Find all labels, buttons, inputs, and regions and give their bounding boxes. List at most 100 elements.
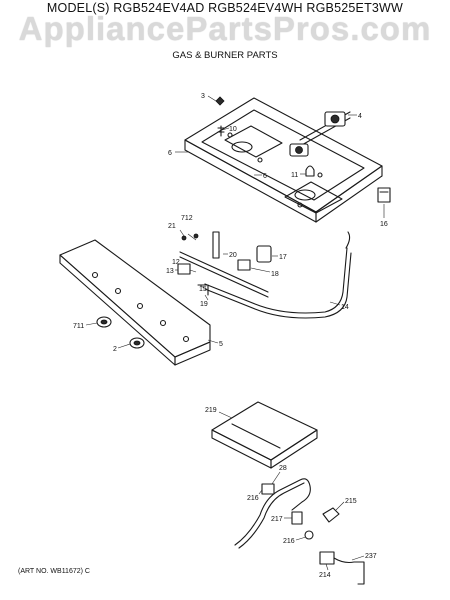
leader-3 — [207, 95, 217, 102]
spring-clip-10 — [217, 125, 225, 137]
clip-215 — [322, 507, 340, 523]
leader-712 — [187, 233, 197, 241]
callout-711: 711 — [73, 323, 84, 330]
callout-21: 21 — [168, 223, 176, 230]
leader-19 — [204, 294, 209, 301]
panel-hole — [136, 302, 144, 310]
knob-parts — [96, 316, 145, 349]
leader-12 — [189, 269, 197, 273]
callout-237: 237 — [365, 553, 377, 560]
art-number: (ART NO. WB11672) C — [18, 568, 90, 575]
leader-10 — [221, 127, 230, 131]
leader-5 — [207, 339, 219, 344]
leader-18 — [250, 267, 271, 273]
gas-tube-14-inner — [204, 252, 352, 319]
callout-13: 13 — [166, 268, 174, 275]
baffle-crease — [231, 423, 281, 449]
callout-215: 215 — [345, 498, 357, 505]
mounting-hole — [257, 157, 263, 163]
panel-hole — [159, 319, 167, 327]
igniter-214 — [319, 551, 335, 565]
callout-6: 6 — [168, 150, 172, 157]
callout-2: 2 — [113, 346, 117, 353]
clip-18 — [237, 259, 251, 271]
igniter-electrode-center — [295, 146, 303, 154]
leader-2 — [117, 343, 131, 349]
spark-module-20 — [212, 231, 220, 259]
mounting-hole — [297, 202, 303, 208]
callout-18: 18 — [271, 271, 279, 278]
mounting-hole — [317, 172, 323, 178]
model-list-heading: MODEL(S) RGB524EV4AD RGB524EV4WH RGB525E… — [46, 1, 404, 15]
callout-219: 219 — [205, 407, 217, 414]
burner-cutout-right — [284, 181, 343, 214]
callout-19: 19 — [200, 301, 208, 308]
valve-17 — [256, 245, 272, 263]
leader-28 — [271, 471, 281, 485]
diagram-subtitle: GAS & BURNER PARTS — [172, 50, 278, 61]
igniter-parts — [215, 96, 391, 203]
mounting-hole — [227, 132, 233, 138]
callout-14: 14 — [341, 304, 349, 311]
burner-box-inner-rim — [201, 109, 365, 201]
manifold-panel-5 — [59, 239, 211, 366]
screw-3 — [215, 96, 225, 106]
switch-16 — [377, 187, 391, 203]
callout-216: 216 — [247, 495, 259, 502]
callout-17: 17 — [279, 254, 287, 261]
callout-10: 10 — [229, 126, 237, 133]
panel-hole — [182, 335, 190, 343]
panel-hole — [91, 271, 99, 279]
callout-217: 217 — [271, 516, 283, 523]
leader-21 — [179, 229, 185, 237]
knob-2-center — [133, 340, 141, 346]
baffle-side-edge — [270, 429, 318, 469]
broil-tube-216-outer — [234, 478, 311, 546]
burner-port-left — [231, 141, 253, 153]
manifold-pipe-upper — [179, 251, 269, 293]
manifold-pipe-lower — [179, 256, 269, 298]
bracket-217 — [291, 511, 303, 525]
leader-lines — [85, 95, 385, 571]
leader-219 — [218, 411, 233, 419]
burner-box-assembly — [184, 97, 383, 223]
callout-712: 712 — [181, 215, 193, 222]
callout-12: 12 — [172, 259, 180, 266]
leader-216a — [258, 489, 263, 495]
screw-712 — [193, 233, 199, 239]
leader-215 — [335, 501, 345, 511]
orifice-holder-28 — [261, 483, 275, 495]
leader-15 — [199, 284, 205, 289]
burner-box-side-wall — [315, 165, 383, 223]
nut-216 — [304, 530, 314, 540]
screw-21 — [181, 235, 187, 241]
leader-214 — [325, 563, 329, 571]
orifice-11 — [305, 165, 315, 177]
burner-baffle-219 — [211, 401, 318, 461]
leader-711 — [85, 322, 98, 326]
manifold-assembly — [177, 231, 352, 319]
leader-14 — [329, 301, 341, 306]
manifold-panel-end — [174, 341, 211, 366]
fitting-12 — [177, 263, 191, 275]
callout-216: 216 — [283, 538, 295, 545]
callout-4: 4 — [358, 113, 362, 120]
gas-tube-14-outer — [204, 247, 348, 314]
callout-6: 6 — [263, 173, 267, 180]
leader-237 — [351, 555, 365, 561]
burner-port-right — [294, 189, 316, 201]
callout-labels: 3 4 6 6 10 11 16 21 712 20 17 13 12 15 1… — [73, 93, 388, 579]
leader-216b — [295, 536, 307, 541]
panel-hole — [114, 287, 122, 295]
callout-3: 3 — [201, 93, 205, 100]
callout-16: 16 — [380, 221, 388, 228]
broil-burner-assembly — [211, 401, 365, 585]
callout-11: 11 — [291, 172, 298, 179]
callout-28: 28 — [279, 465, 287, 472]
igniter-electrode-4 — [330, 114, 340, 124]
bezel-711-center — [100, 319, 108, 325]
site-watermark: AppliancePartsPros.com — [18, 10, 432, 47]
callout-5: 5 — [219, 341, 223, 348]
